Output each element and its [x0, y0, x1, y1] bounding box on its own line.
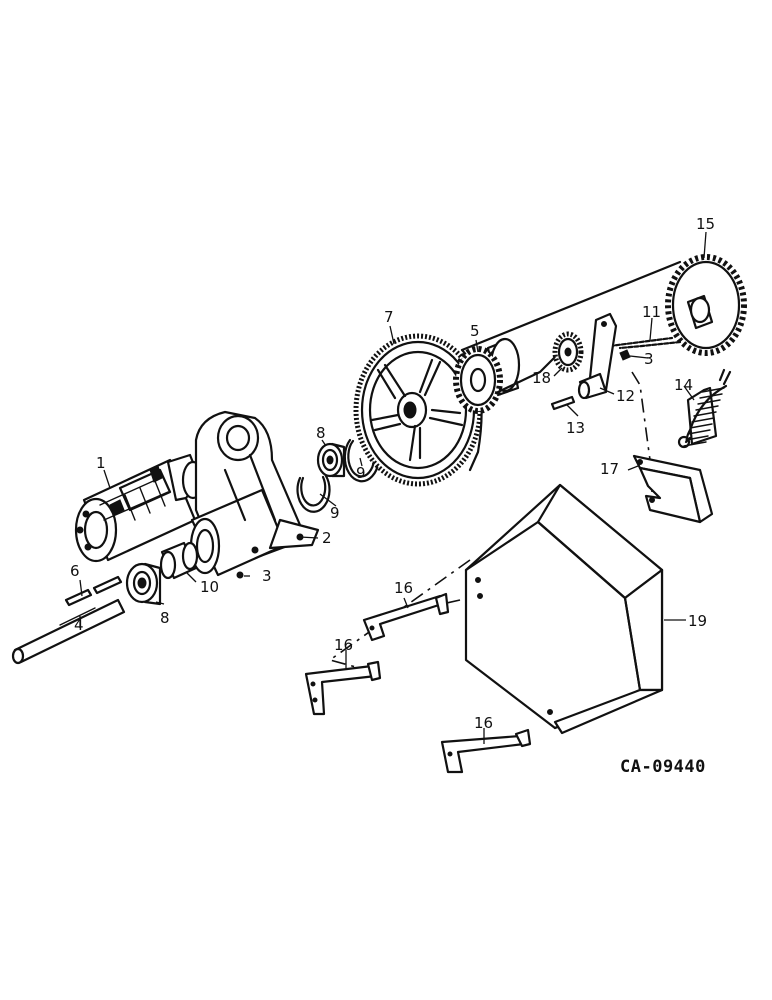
callout-6: 6	[70, 562, 80, 580]
callout-3b: 3	[644, 350, 654, 368]
callout-9b: 9	[356, 464, 366, 482]
part-16-bracket-c	[440, 728, 532, 774]
leader-lines	[79, 231, 707, 744]
callout-14: 14	[674, 376, 693, 394]
callout-12: 12	[616, 387, 635, 405]
part-15-large-sprocket	[665, 254, 747, 356]
callout-5: 5	[470, 322, 480, 340]
callout-17: 17	[600, 460, 619, 478]
drawing-code: CA-09440	[620, 757, 706, 777]
callout-11: 11	[642, 303, 661, 321]
part-2-housing	[189, 410, 320, 577]
callout-7: 7	[384, 308, 394, 326]
part-3-bolt-a	[236, 571, 244, 579]
callout-8b: 8	[160, 609, 170, 627]
part-9-snap-ring-a	[296, 474, 331, 513]
callout-16c: 16	[474, 714, 493, 732]
callout-2: 2	[322, 529, 332, 547]
part-1-motor	[74, 453, 205, 563]
part-5-sprocket	[453, 337, 521, 414]
part-19-cover	[464, 483, 664, 735]
part-10-bushing	[159, 541, 199, 580]
callout-19: 19	[688, 612, 707, 630]
callout-3a: 3	[262, 567, 272, 585]
callout-labels: 1 2 3 4 5 6 7 8 8 9 9 10 11 12 13 14 15 …	[70, 215, 715, 732]
part-17-bracket	[632, 454, 714, 524]
part-4-shaft	[11, 598, 126, 665]
callout-4: 4	[74, 616, 84, 634]
chain	[460, 260, 682, 394]
callout-8a: 8	[316, 424, 326, 442]
callout-16a: 16	[394, 579, 413, 597]
assembly-lines	[328, 371, 653, 673]
part-13-pin	[550, 395, 576, 411]
callout-13: 13	[566, 419, 585, 437]
part-16-bracket-b	[304, 660, 382, 716]
part-14-spring	[677, 368, 732, 449]
callout-18: 18	[532, 369, 551, 387]
callout-15: 15	[696, 215, 715, 233]
part-3-nut-b	[619, 349, 631, 361]
part-12-idler-arm	[577, 312, 618, 400]
part-7-large-gear	[353, 333, 483, 487]
callout-16b: 16	[334, 636, 353, 654]
part-18-idler-sprocket	[552, 331, 584, 373]
callout-9a: 9	[330, 504, 340, 522]
part-16-bracket-a	[362, 592, 450, 642]
part-11-chain	[608, 336, 674, 348]
callout-10: 10	[200, 578, 219, 596]
part-8-bearing-lower	[125, 562, 162, 606]
part-8-bearing-upper	[316, 442, 346, 478]
callout-1: 1	[96, 454, 106, 472]
part-6-keys	[64, 575, 123, 607]
